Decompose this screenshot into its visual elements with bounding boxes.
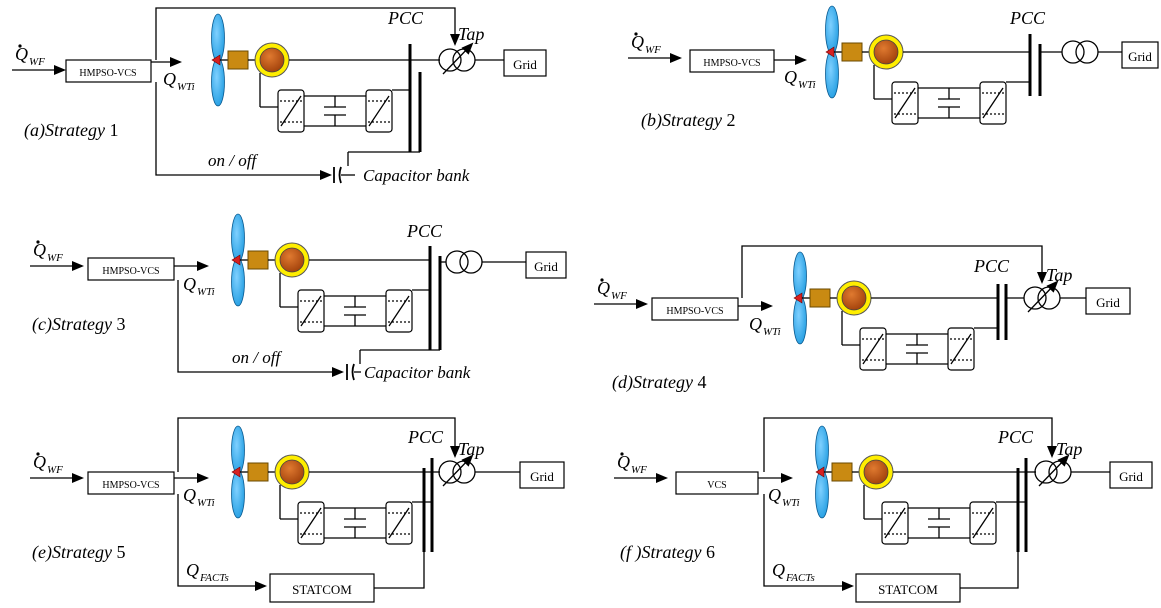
controller-box [689, 49, 775, 73]
svg-text:PCC: PCC [973, 256, 1010, 276]
svg-text:WTi: WTi [177, 81, 195, 93]
svg-text:STATCOM: STATCOM [292, 582, 352, 597]
svg-text:on / off: on / off [208, 151, 258, 170]
svg-text:PCC: PCC [1009, 8, 1046, 28]
strategy-caption: (e)Strategy 5 [32, 542, 125, 563]
svg-text:WTi: WTi [197, 286, 215, 298]
svg-text:Tap: Tap [458, 24, 484, 44]
svg-text:PCC: PCC [407, 427, 444, 447]
grid-box [1085, 287, 1131, 315]
controller-box [65, 59, 152, 83]
grid-box [519, 461, 565, 489]
svg-text:Q: Q [784, 67, 797, 87]
strategy-caption: (b)Strategy 2 [641, 110, 736, 131]
svg-text:HMPSO-VCS: HMPSO-VCS [102, 266, 159, 277]
svg-text:WTi: WTi [197, 497, 215, 509]
svg-text:PCC: PCC [406, 221, 443, 241]
controller-box [675, 471, 759, 495]
svg-text:PCC: PCC [387, 8, 424, 28]
svg-text:Tap: Tap [458, 439, 484, 459]
svg-text:Q: Q [183, 274, 196, 294]
svg-text:Q: Q [772, 560, 785, 580]
svg-text:Q: Q [186, 560, 199, 580]
svg-text:Capacitor bank: Capacitor bank [363, 166, 470, 185]
svg-text:Tap: Tap [1056, 439, 1082, 459]
strategy-caption: (d)Strategy 4 [612, 372, 707, 393]
svg-text:WTi: WTi [782, 497, 800, 509]
statcom-box [269, 573, 375, 603]
svg-text:Q: Q [768, 485, 781, 505]
svg-text:Tap: Tap [1046, 265, 1072, 285]
grid-box [1109, 461, 1153, 489]
svg-text:Grid: Grid [1119, 469, 1143, 484]
svg-text:Q: Q [163, 69, 176, 89]
svg-text:FACTs: FACTs [199, 572, 229, 584]
statcom-box [855, 573, 961, 603]
svg-text:STATCOM: STATCOM [878, 582, 938, 597]
grid-box [503, 49, 547, 77]
svg-text:Grid: Grid [530, 469, 554, 484]
svg-text:WTi: WTi [798, 79, 816, 91]
grid-box [525, 251, 567, 279]
svg-text:Q: Q [183, 485, 196, 505]
svg-text:Grid: Grid [1096, 295, 1120, 310]
strategy-caption: (f )Strategy 6 [620, 542, 715, 563]
svg-text:WTi: WTi [763, 326, 781, 338]
svg-text:FACTs: FACTs [785, 572, 815, 584]
svg-text:HMPSO-VCS: HMPSO-VCS [102, 480, 159, 491]
strategy-caption: (a)Strategy 1 [24, 120, 119, 141]
svg-text:Grid: Grid [1128, 49, 1152, 64]
controller-box [87, 471, 175, 495]
svg-text:PCC: PCC [997, 427, 1034, 447]
strategy-caption: (c)Strategy 3 [32, 314, 125, 335]
svg-text:Q: Q [749, 314, 762, 334]
controller-box [651, 297, 739, 321]
controller-box [87, 257, 175, 281]
svg-text:HMPSO-VCS: HMPSO-VCS [703, 58, 760, 69]
svg-text:Grid: Grid [513, 57, 537, 72]
grid-box [1121, 41, 1159, 69]
svg-text:on / off: on / off [232, 348, 282, 367]
svg-text:Capacitor bank: Capacitor bank [364, 363, 471, 382]
svg-text:Grid: Grid [534, 259, 558, 274]
svg-text:VCS: VCS [707, 480, 726, 491]
svg-text:HMPSO-VCS: HMPSO-VCS [666, 306, 723, 317]
controller-label: HMPSO-VCS [79, 68, 136, 79]
